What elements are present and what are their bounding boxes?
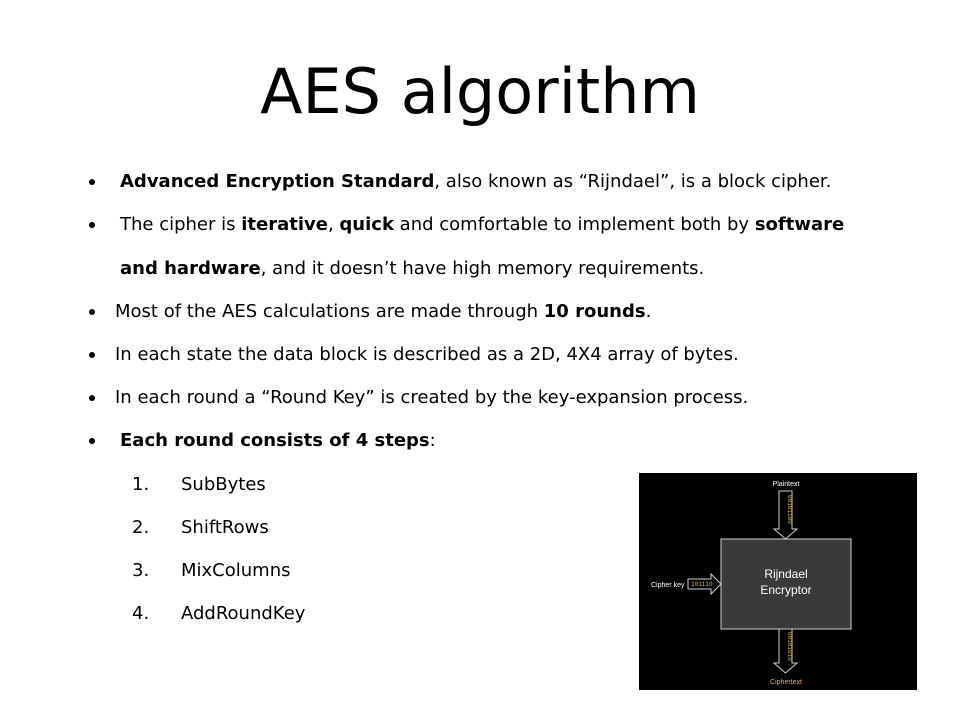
step-number: 4.	[132, 603, 150, 624]
step-number: 1.	[132, 474, 150, 495]
bullet-2-continuation: and hardware, and it doesn’t have high m…	[120, 258, 704, 280]
bullet-6: Each round consists of 4 steps:	[120, 430, 436, 452]
bullet-5: In each round a “Round Key” is created b…	[115, 387, 748, 409]
rijndael-diagram-svg: Plaintext 00101100 Rijndael Encryptor Ci…	[651, 481, 852, 686]
bullet-text-run: :	[429, 430, 436, 451]
bullet-text-run: Most of the AES calculations are made th…	[115, 301, 544, 322]
bullet-text-run: 10 rounds	[543, 301, 646, 322]
cipher-key-bits: 101110	[691, 581, 713, 588]
bullet-text-run: The cipher is	[120, 214, 242, 235]
encryptor-box	[720, 538, 852, 630]
step-label: AddRoundKey	[181, 603, 306, 624]
rijndael-diagram: Plaintext 00101100 Rijndael Encryptor Ci…	[639, 473, 917, 690]
bullet-text-run: Each round consists of 4 steps	[120, 430, 430, 451]
bullet-text-run: quick	[339, 214, 394, 235]
bullet-text-run: In each state the data block is describe…	[115, 344, 739, 365]
slide-title: AES algorithm	[260, 55, 700, 128]
bullet-dot	[89, 438, 95, 444]
bullet-text-run: software	[754, 214, 845, 235]
bullet-dot	[89, 222, 95, 228]
bullet-text-run: and hardware	[120, 258, 261, 279]
bullet-text-run: and comfortable to implement both by	[393, 214, 755, 235]
step-label: SubBytes	[181, 474, 266, 495]
bullet-text-run: ,	[327, 214, 340, 235]
encryptor-label-line2: Encryptor	[760, 583, 811, 597]
encryptor-label-line1: Rijndael	[764, 567, 807, 581]
bullet-text-run: , also known as “Rijndael”, is a block c…	[434, 171, 832, 192]
bullet-dot	[89, 309, 95, 315]
ciphertext-arrow-icon	[772, 628, 799, 674]
cipher-key-arrow-icon	[687, 572, 722, 596]
step-label: MixColumns	[181, 560, 291, 581]
bullet-text-run: , and it doesn’t have high memory requir…	[260, 258, 705, 279]
bullet-text-run: Advanced Encryption Standard	[120, 171, 435, 192]
cipher-key-label: Cipher key	[651, 582, 685, 589]
plaintext-bits: 00101100	[786, 495, 793, 524]
step-label: ShiftRows	[181, 517, 269, 538]
plaintext-label: Plaintext	[773, 481, 800, 488]
bullet-3: Most of the AES calculations are made th…	[115, 301, 651, 323]
step-number: 3.	[132, 560, 150, 581]
bullet-text-run: .	[645, 301, 652, 322]
bullet-1: Advanced Encryption Standard, also known…	[120, 171, 831, 193]
ciphertext-bits: 00101010	[786, 632, 793, 661]
ciphertext-label: Ciphertext	[770, 679, 802, 686]
plaintext-arrow-icon	[772, 490, 799, 540]
bullet-text-run: In each round a “Round Key” is created b…	[115, 387, 749, 408]
bullet-dot	[89, 395, 95, 401]
bullet-4: In each state the data block is describe…	[115, 344, 739, 366]
bullet-dot	[89, 179, 95, 185]
bullet-text-run: iterative	[241, 214, 328, 235]
bullet-dot	[89, 352, 95, 358]
step-number: 2.	[132, 517, 150, 538]
bullet-2: The cipher is iterative, quick and comfo…	[120, 214, 844, 236]
